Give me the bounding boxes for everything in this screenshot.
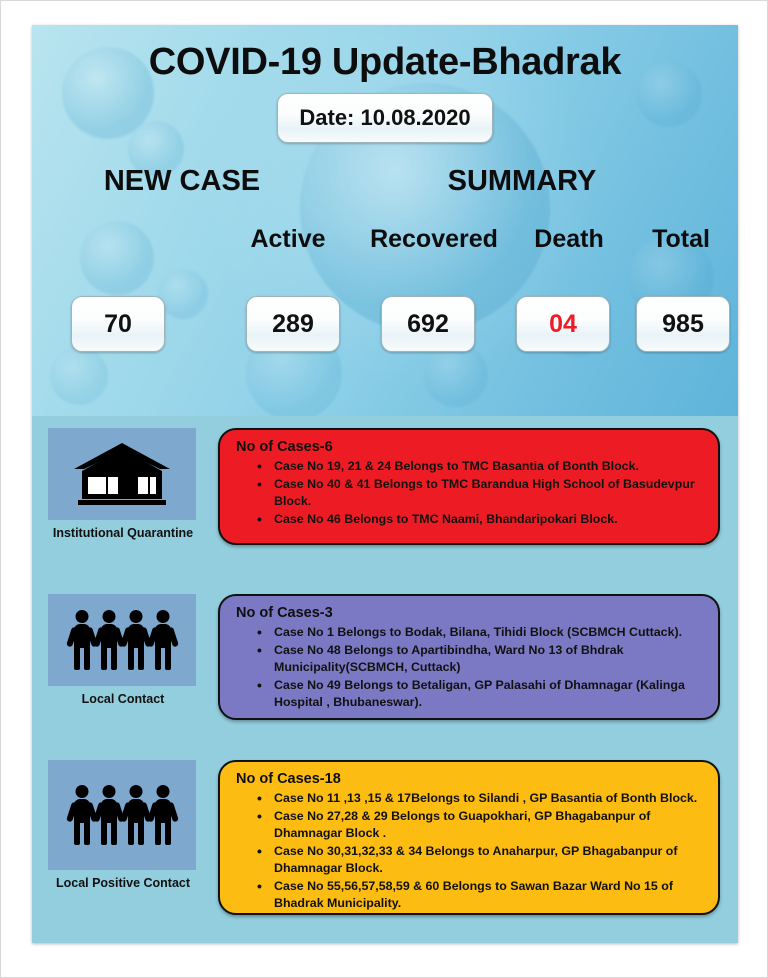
total-value: 985 [662,309,704,338]
active-value: 289 [272,309,314,338]
icon-cell-local-positive-contact: Local Positive Contact [48,760,198,890]
case-item: Case No 46 Belongs to TMC Naami, Bhandar… [257,510,704,529]
column-header-recovered: Recovered [370,225,498,253]
case-item: Case No 55,56,57,58,59 & 60 Belongs to S… [257,877,704,912]
section-row-local-positive-contact: Local Positive Contact No of Cases-18 Ca… [32,760,738,925]
virus-particle-icon [80,221,154,295]
virus-particle-icon [50,347,108,405]
person-glyph [146,610,179,670]
icon-tile [48,760,196,870]
section-row-local-contact: Local Contact No of Cases-3 Case No 1 Be… [32,594,738,739]
infographic-sheet: COVID-19 Update-Bhadrak Date: 10.08.2020… [32,25,738,943]
recovered-value: 692 [407,309,449,338]
new-case-heading: NEW CASE [103,165,261,197]
cases-count-title: No of Cases-18 [236,771,341,787]
cases-card-local-positive-contact: No of Cases-18 Case No 11 ,13 ,15 & 17Be… [218,760,720,915]
icon-tile [48,428,196,520]
stat-box-active: 289 [246,296,340,352]
column-header-active: Active [250,225,326,253]
icon-cell-institutional-quarantine: Institutional Quarantine [48,428,198,540]
people-group-icon [65,610,179,670]
icon-label-local-positive-contact: Local Positive Contact [55,876,191,890]
cases-list: Case No 1 Belongs to Bodak, Bilana, Tihi… [234,623,704,711]
virus-particle-icon [128,121,184,177]
page-title: COVID-19 Update-Bhadrak [148,41,622,83]
cases-count-title: No of Cases-6 [236,439,333,455]
cases-list: Case No 11 ,13 ,15 & 17Belongs to Siland… [234,789,704,912]
person-glyph [92,785,125,845]
person-glyph [65,610,98,670]
case-item: Case No 30,31,32,33 & 34 Belongs to Anah… [257,842,704,877]
case-item: Case No 11 ,13 ,15 & 17Belongs to Siland… [257,789,704,808]
case-item: Case No 1 Belongs to Bodak, Bilana, Tihi… [257,623,704,642]
stat-box-recovered: 692 [381,296,475,352]
icon-tile [48,594,196,686]
icon-label-local-contact: Local Contact [81,692,165,706]
house-icon [74,443,170,505]
column-header-total: Total [652,225,710,253]
new-case-value: 70 [104,309,132,338]
cases-count-title: No of Cases-3 [236,605,333,621]
cases-card-institutional-quarantine: No of Cases-6 Case No 19, 21 & 24 Belong… [218,428,720,545]
cases-list: Case No 19, 21 & 24 Belongs to TMC Basan… [234,457,704,529]
people-group-icon [65,785,179,845]
icon-cell-local-contact: Local Contact [48,594,198,706]
person-glyph [119,785,152,845]
person-glyph [65,785,98,845]
header-banner: COVID-19 Update-Bhadrak Date: 10.08.2020… [32,25,738,416]
case-item: Case No 19, 21 & 24 Belongs to TMC Basan… [257,457,704,476]
case-item: Case No 49 Belongs to Betaligan, GP Pala… [257,676,704,711]
case-item: Case No 40 & 41 Belongs to TMC Barandua … [257,475,704,510]
cases-card-local-contact: No of Cases-3 Case No 1 Belongs to Bodak… [218,594,720,720]
case-item: Case No 27,28 & 29 Belongs to Guapokhari… [257,807,704,842]
stat-box-total: 985 [636,296,730,352]
virus-particle-icon [424,343,488,407]
death-value: 04 [549,309,577,338]
summary-heading: SUMMARY [447,165,597,197]
section-row-institutional-quarantine: Institutional Quarantine No of Cases-6 C… [32,428,738,573]
case-item: Case No 48 Belongs to Apartibindha, Ward… [257,641,704,676]
person-glyph [119,610,152,670]
column-header-death: Death [534,225,604,253]
stat-box-new-case: 70 [71,296,165,352]
date-box: Date: 10.08.2020 [277,93,493,143]
virus-particle-icon [62,47,154,139]
icon-label-institutional-quarantine: Institutional Quarantine [52,526,194,540]
stat-box-death: 04 [516,296,610,352]
person-glyph [146,785,179,845]
sections-area: Institutional Quarantine No of Cases-6 C… [32,416,738,943]
virus-particle-icon [158,269,208,319]
date-text: Date: 10.08.2020 [299,105,471,130]
virus-particle-icon [636,61,702,127]
person-glyph [92,610,125,670]
